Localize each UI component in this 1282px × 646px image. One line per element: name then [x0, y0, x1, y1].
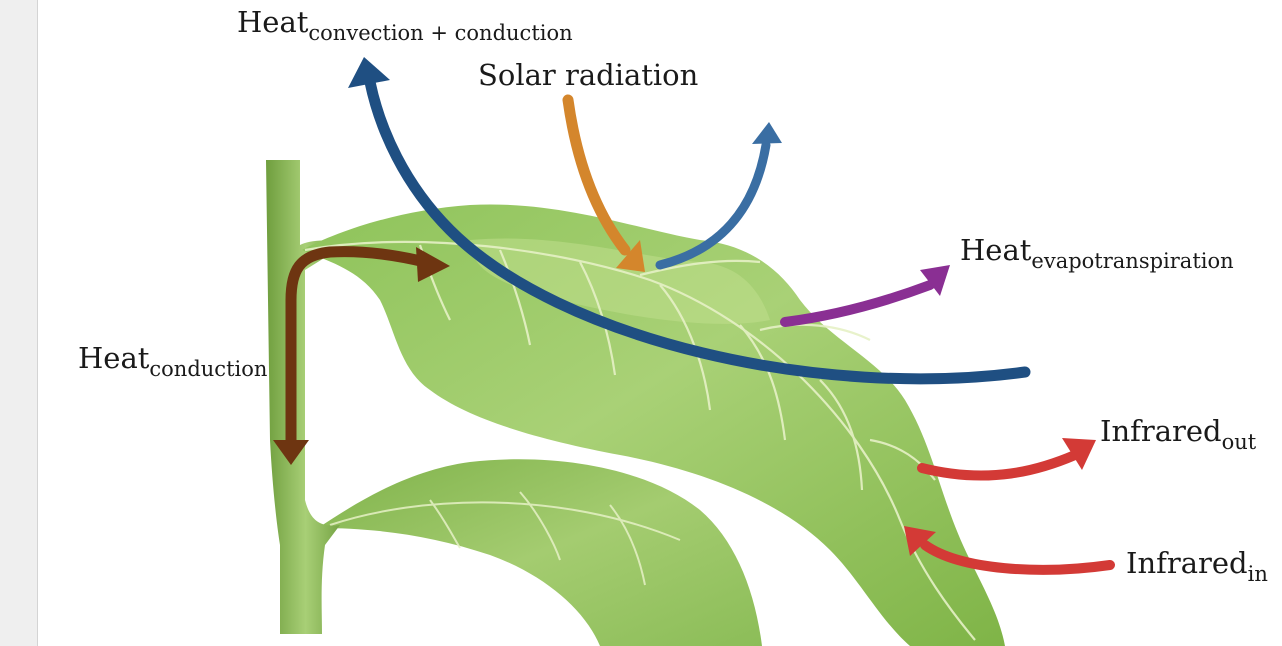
- infrared-in-arrow: [904, 526, 1115, 575]
- leaf-highlight: [470, 238, 770, 324]
- solar-radiation-arrow: [562, 94, 645, 272]
- vapor-arrow: [655, 122, 782, 270]
- lower-leaf: [318, 459, 762, 646]
- label-heat-convection-conduction: Heatconvection + conduction: [237, 5, 573, 45]
- infrared-out-arrow: [917, 438, 1096, 481]
- heat-evapotranspiration-arrow: [780, 265, 950, 327]
- label-heat-evapotranspiration: Heatevapotranspiration: [960, 233, 1234, 273]
- label-solar-radiation: Solar radiation: [478, 58, 698, 92]
- label-infrared-out: Infraredout: [1100, 414, 1257, 454]
- stem: [266, 160, 345, 634]
- side-panel: [0, 0, 38, 646]
- upper-leaf: [302, 204, 1005, 646]
- lower-leaf-veins: [329, 491, 681, 586]
- label-heat-conduction: Heatconduction: [78, 341, 267, 381]
- label-infrared-in: Infraredin: [1126, 546, 1268, 586]
- heat-conduction-arrow: [273, 246, 450, 465]
- heat-convection-arrow: [348, 57, 1031, 385]
